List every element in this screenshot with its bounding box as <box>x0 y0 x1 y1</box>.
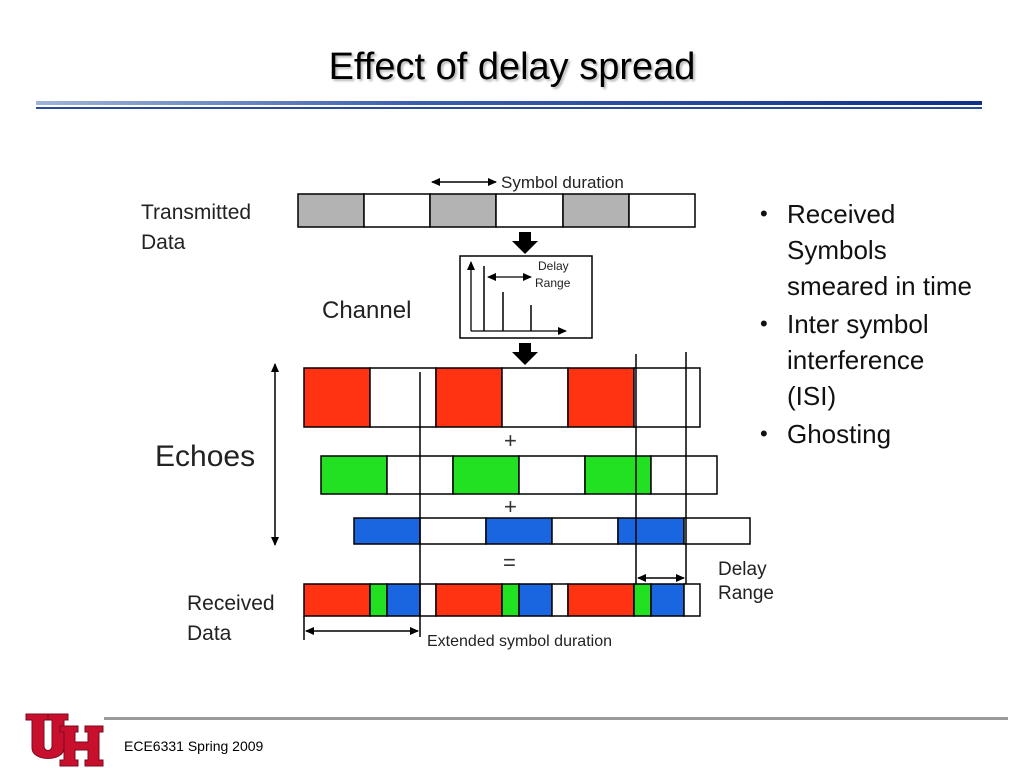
delay-range-label: Delay Range <box>718 559 774 604</box>
title-rule <box>36 101 982 109</box>
echo-symbol <box>435 367 503 428</box>
inset-delay-range-label: Delay Range <box>535 259 572 290</box>
tx-symbol <box>562 193 630 228</box>
echo-row-blue <box>353 517 751 545</box>
echo-symbol <box>353 517 421 545</box>
received-data-label: Received Data <box>187 592 280 645</box>
channel-impulse-box: Delay Range <box>459 255 593 339</box>
equals-sign: = <box>503 550 516 575</box>
transmitted-data-label: Transmitted Data <box>141 201 257 254</box>
echo-symbol <box>633 367 701 428</box>
extended-symbol-duration-label: Extended symbol duration <box>427 633 612 650</box>
down-arrow-icon <box>512 343 538 365</box>
footer-rule <box>104 717 1008 720</box>
tx-symbol <box>429 193 497 228</box>
echo-symbol <box>452 455 520 495</box>
bullet-dot: • <box>760 201 768 226</box>
echo-symbol <box>518 455 586 495</box>
footer-text: ECE6331 Spring 2009 <box>124 738 264 754</box>
slide-title: Effect of delay spread <box>328 46 696 88</box>
plus-sign: + <box>504 494 517 519</box>
echoes-label: Echoes <box>155 440 255 473</box>
echo-symbol <box>567 367 635 428</box>
bullet-dot: • <box>760 311 768 336</box>
bullet-list: •Received Symbols smeared in time •Inter… <box>756 196 976 454</box>
bullet-item: •Ghosting <box>756 416 976 452</box>
echo-symbol <box>501 367 569 428</box>
echo-symbol <box>650 455 718 495</box>
tx-symbol <box>495 193 564 228</box>
echo-symbol <box>485 517 553 545</box>
channel-label: Channel <box>322 297 411 324</box>
received-symbols <box>303 583 701 617</box>
uh-logo-icon <box>25 713 104 767</box>
echo-symbol <box>551 517 619 545</box>
bullet-dot: • <box>760 421 768 446</box>
echo-row-red <box>303 367 701 428</box>
echo-symbol <box>369 367 437 428</box>
plus-sign: + <box>504 428 517 453</box>
bullet-item: •Received Symbols smeared in time <box>756 196 976 304</box>
symbol-duration-label: Symbol duration <box>501 173 624 192</box>
tx-symbol <box>297 193 365 228</box>
delay-guide-lines <box>303 352 687 640</box>
echo-symbol <box>419 517 487 545</box>
bullet-item: •Inter symbol interference (ISI) <box>756 306 976 414</box>
echo-row-green <box>320 455 718 495</box>
echo-symbol <box>584 455 652 495</box>
tx-symbol <box>363 193 431 228</box>
echo-symbol <box>683 517 751 545</box>
echo-symbol <box>303 367 371 428</box>
echo-symbol <box>320 455 388 495</box>
echo-symbol <box>617 517 685 545</box>
down-arrow-icon <box>512 232 538 254</box>
transmitted-symbols <box>297 193 696 228</box>
delay-spread-diagram: Symbol duration Transmitted Data Channel… <box>141 173 774 650</box>
tx-symbol <box>628 193 696 228</box>
